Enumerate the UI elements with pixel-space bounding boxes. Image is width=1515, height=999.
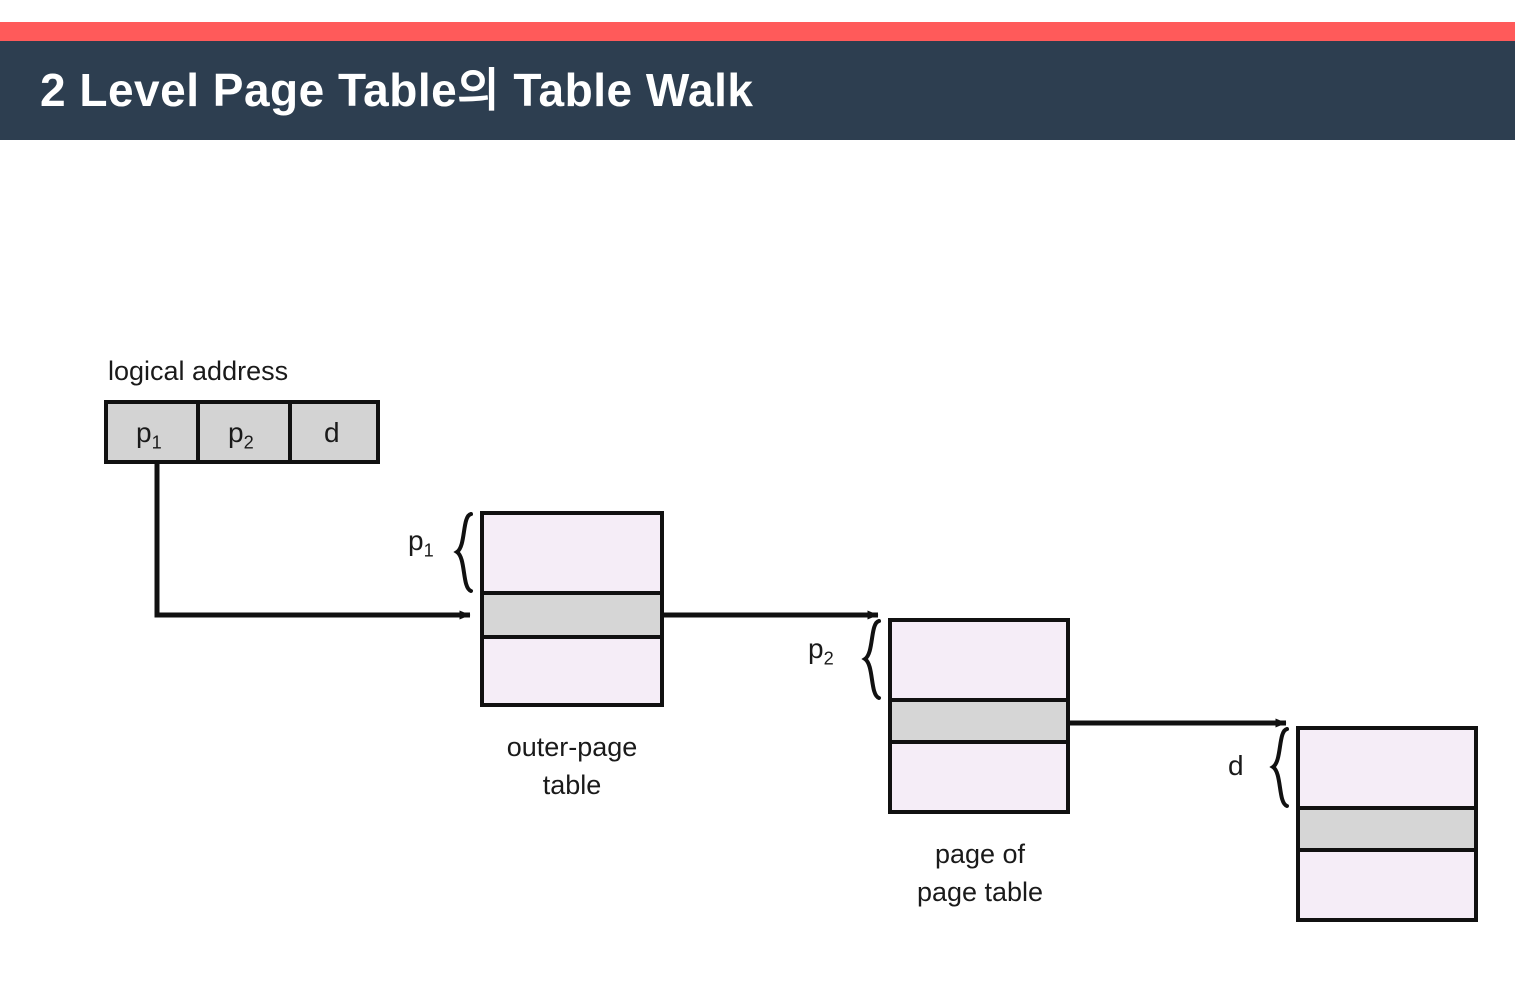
memory-frame-row-2 (1296, 848, 1478, 922)
page-of-page-table (888, 618, 1070, 814)
logical-address-cell-p2 (196, 400, 292, 464)
brace-label-p2-base: p (808, 633, 824, 664)
brace-label-p1-base: p (408, 525, 424, 556)
logical-address-cell-d (288, 400, 380, 464)
outer-page-table-row-2 (480, 635, 664, 707)
page-of-page-table-caption-line2: page table (916, 877, 1044, 908)
logical-address-box (104, 400, 380, 464)
brace-label-p1: p1 (408, 525, 434, 562)
brace-label-p2: p2 (808, 633, 834, 670)
outer-page-table (480, 511, 664, 707)
outer-page-table-caption: outer-page table (452, 728, 692, 805)
brace-d (1269, 727, 1289, 808)
brace-label-d-base: d (1228, 750, 1244, 781)
logical-address-cell-p2-text: p2 (228, 417, 254, 454)
logical-address-cell-p1-base: p (136, 417, 152, 448)
page-title: 2 Level Page Table의 Table Walk (40, 64, 754, 116)
logical-address-cell-d-base: d (324, 417, 340, 448)
slide-header: 2 Level Page Table의 Table Walk (0, 0, 1515, 140)
page-of-page-table-row-1-selected (888, 698, 1070, 744)
brace-label-p1-sub: 1 (423, 540, 434, 561)
logical-address-cell-d-text: d (324, 417, 340, 454)
logical-address-label: logical address (108, 356, 289, 386)
brace-p1 (453, 512, 473, 593)
logical-address-cell-p2-base: p (228, 417, 244, 448)
brace-label-d: d (1228, 750, 1244, 787)
page-of-page-table-row-0 (888, 618, 1070, 702)
outer-page-table-caption-line1: outer-page (506, 732, 638, 762)
page-of-page-table-caption-line1: page of (934, 839, 1026, 869)
logical-address-cell-p1-text: p1 (136, 417, 162, 454)
logical-address-cell-p1-sub: 1 (151, 432, 162, 453)
outer-page-table-row-0 (480, 511, 664, 595)
arrow-p1-to-outer-page-table (154, 462, 471, 620)
header-accent-stripe (0, 22, 1515, 41)
brace-p2 (861, 619, 881, 700)
header-band (0, 41, 1515, 140)
outer-page-table-row-1-selected (480, 591, 664, 639)
page-of-page-table-row-2 (888, 740, 1070, 814)
memory-frame-row-0 (1296, 726, 1478, 810)
page-table-walk-diagram: logical address p1 p2 d p1 p2 d outer-pa… (0, 140, 1515, 999)
logical-address-cell-p2-sub: 2 (243, 432, 254, 453)
diagram-canvas (104, 400, 1478, 922)
memory-frame-row-1-selected (1296, 806, 1478, 852)
logical-address-cell-p1 (104, 400, 200, 464)
outer-page-table-caption-line2: table (542, 770, 602, 801)
brace-label-p2-sub: 2 (823, 648, 834, 669)
memory-frame (1296, 726, 1478, 922)
page-of-page-table-caption: page of page table (860, 835, 1100, 912)
